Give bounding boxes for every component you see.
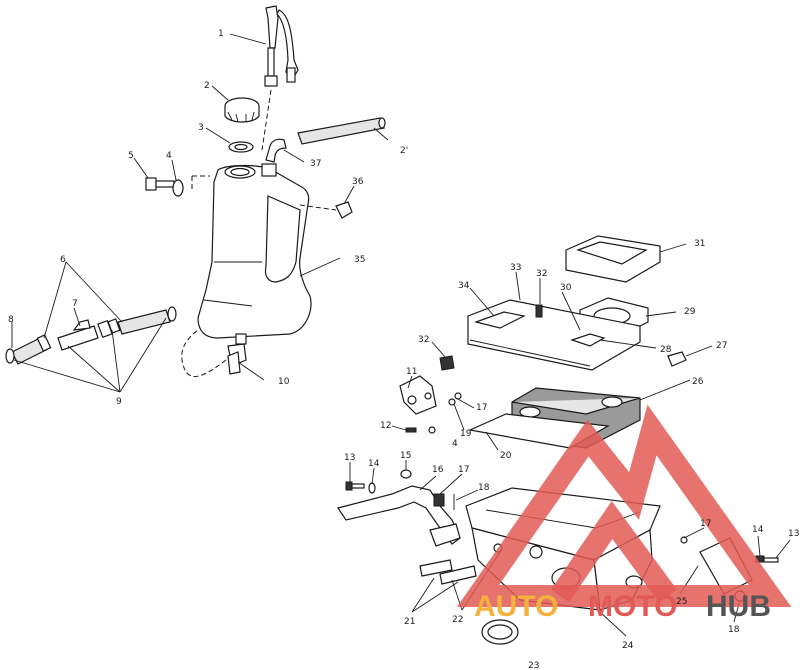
callout-8: 8 (8, 315, 14, 325)
part-tank-cap (224, 97, 260, 123)
callout-26: 26 (692, 377, 704, 387)
part-hose (297, 117, 386, 145)
callout-34: 34 (458, 281, 470, 291)
callout-4: 4 (166, 151, 172, 161)
callout-18-right: 18 (728, 625, 740, 635)
callout-33: 33 (510, 263, 521, 273)
callout-2: 2 (204, 81, 210, 91)
assembly-line (299, 204, 337, 211)
callout-17-mid: 17 (458, 465, 469, 475)
part-gasket (228, 141, 254, 153)
part-bracket (335, 201, 353, 219)
callout-35: 35 (354, 255, 365, 265)
part-cover (467, 299, 641, 371)
part-washer (172, 179, 184, 197)
watermark-auto: AUTO (474, 590, 558, 623)
part-fastener-top (535, 304, 543, 318)
part-clip (439, 355, 455, 371)
part-clip-small (667, 351, 687, 367)
callout-37: 37 (310, 159, 321, 169)
callout-36: 36 (352, 177, 364, 187)
part-fastener-mid (433, 493, 455, 510)
callout-5: 5 (128, 151, 134, 161)
callout-23: 23 (528, 661, 539, 670)
callout-13-right: 13 (788, 529, 799, 539)
part-bolt-right (680, 536, 779, 563)
callout-21: 21 (404, 617, 415, 627)
part-bolt-left (345, 481, 365, 491)
callout-16: 16 (432, 465, 444, 475)
part-nut (400, 469, 412, 479)
callout-20: 20 (500, 451, 512, 461)
callout-11: 11 (406, 367, 417, 377)
part-strap-bracket (337, 485, 461, 547)
callout-24: 24 (622, 641, 634, 651)
watermark-hub: HUB (706, 590, 771, 623)
callout-12: 12 (380, 421, 391, 431)
callout-25: 25 (676, 597, 687, 607)
callout-3: 3 (198, 123, 204, 133)
callout-14-left: 14 (368, 459, 380, 469)
callout-29: 29 (684, 307, 696, 317)
callout-30: 30 (560, 283, 572, 293)
part-hose-line (5, 306, 177, 365)
callout-10: 10 (278, 377, 290, 387)
callout-15: 15 (400, 451, 411, 461)
leader-lines (11, 33, 791, 637)
callout-28: 28 (660, 345, 672, 355)
callout-19: 19 (460, 429, 472, 439)
callout-13-left: 13 (344, 453, 355, 463)
callout-9: 9 (116, 397, 122, 407)
part-clamp-ring (481, 619, 519, 645)
part-dipstick (264, 5, 299, 87)
callout-22: 22 (452, 615, 463, 625)
watermark-logo (456, 404, 792, 607)
callout-18-mid: 18 (478, 483, 490, 493)
part-drain-fitting (227, 333, 247, 375)
part-spacers (419, 543, 503, 585)
callout-32-left: 32 (418, 335, 429, 345)
callout-6: 6 (60, 255, 66, 265)
part-washer-left (368, 482, 376, 494)
part-screw-small (405, 392, 462, 434)
watermark-moto: MOTO (588, 590, 677, 623)
callout-17-upper: 17 (476, 403, 487, 413)
part-relay (399, 375, 437, 415)
callout-1: 1 (218, 29, 224, 39)
callout-numbers: 1 2 2' 3 4 5 37 36 35 6 7 8 9 10 31 33 3… (8, 29, 799, 670)
part-liner (467, 413, 610, 449)
assembly-line (181, 329, 227, 377)
assembly-line (261, 89, 272, 151)
part-pad (565, 235, 661, 283)
callout-17-right: 17 (700, 519, 711, 529)
callout-14-right: 14 (752, 525, 764, 535)
part-bolt (145, 177, 175, 191)
callout-32-top: 32 (536, 269, 547, 279)
callout-27: 27 (716, 341, 727, 351)
part-elbow-fitting (265, 138, 287, 163)
callout-31: 31 (694, 239, 705, 249)
assembly-line (191, 175, 210, 192)
callout-2-prime: 2' (400, 146, 408, 156)
callout-7: 7 (72, 299, 78, 309)
callout-4-lower: 4 (452, 439, 458, 449)
part-oil-tank (197, 163, 312, 339)
